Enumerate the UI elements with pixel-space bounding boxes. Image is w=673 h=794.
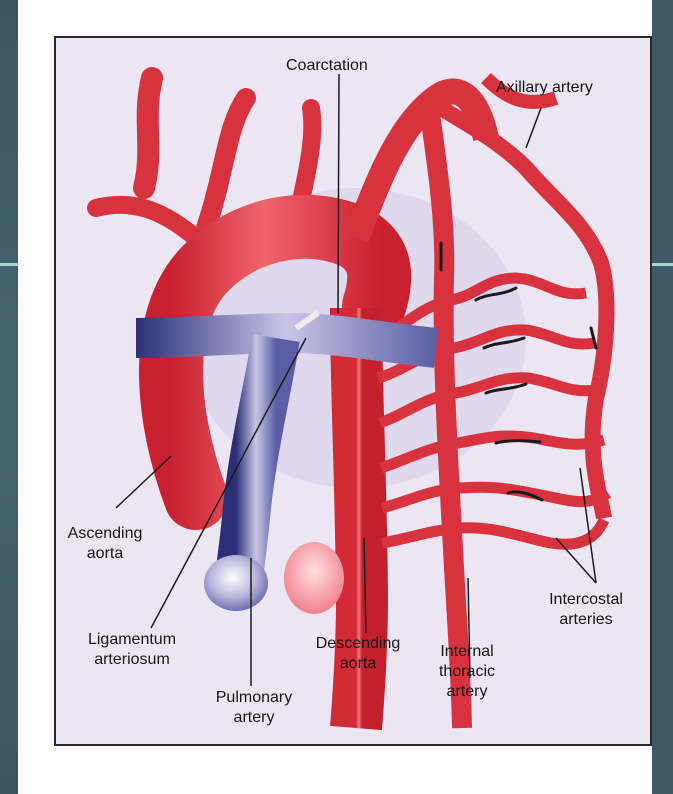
heart-tissue (284, 542, 344, 614)
label-internal-line2: thoracic (439, 663, 495, 680)
label-descending-line1: Descending (316, 635, 401, 652)
label-coarctation: Coarctation (286, 56, 368, 76)
label-internal-line1: Internal (440, 643, 493, 660)
label-intercostal-line1: Intercostal (549, 591, 623, 608)
pulmonary-valve-bulb (204, 555, 268, 611)
label-ligamentum-line2: arteriosum (94, 651, 170, 668)
label-ligamentum-arteriosum: Ligamentum arteriosum (68, 630, 196, 670)
label-descending-line2: aorta (340, 655, 376, 672)
label-descending-aorta: Descending aorta (302, 634, 414, 674)
left-subclavian-vessel (96, 205, 196, 238)
label-ascending-aorta: Ascending aorta (60, 524, 150, 564)
slide: Coarctation Axillary artery Ascending ao… (18, 0, 652, 794)
label-pulmonary-artery: Pulmonary artery (206, 688, 302, 728)
label-pulmonary-line2: artery (234, 709, 275, 726)
label-ligamentum-line1: Ligamentum (88, 631, 176, 648)
slide-accent-line-right (652, 263, 673, 266)
diagram-frame: Coarctation Axillary artery Ascending ao… (54, 36, 652, 746)
label-internal-thoracic-artery: Internal thoracic artery (424, 642, 510, 702)
label-ascending-line2: aorta (87, 545, 123, 562)
label-intercostal-line2: arteries (559, 611, 612, 628)
slide-background (0, 0, 18, 794)
label-internal-line3: artery (447, 683, 488, 700)
label-ascending-line1: Ascending (68, 525, 143, 542)
label-pulmonary-line1: Pulmonary (216, 689, 292, 706)
left-carotid-vessel (144, 78, 152, 188)
label-axillary-artery: Axillary artery (496, 78, 593, 98)
label-intercostal-arteries: Intercostal arteries (538, 590, 634, 630)
